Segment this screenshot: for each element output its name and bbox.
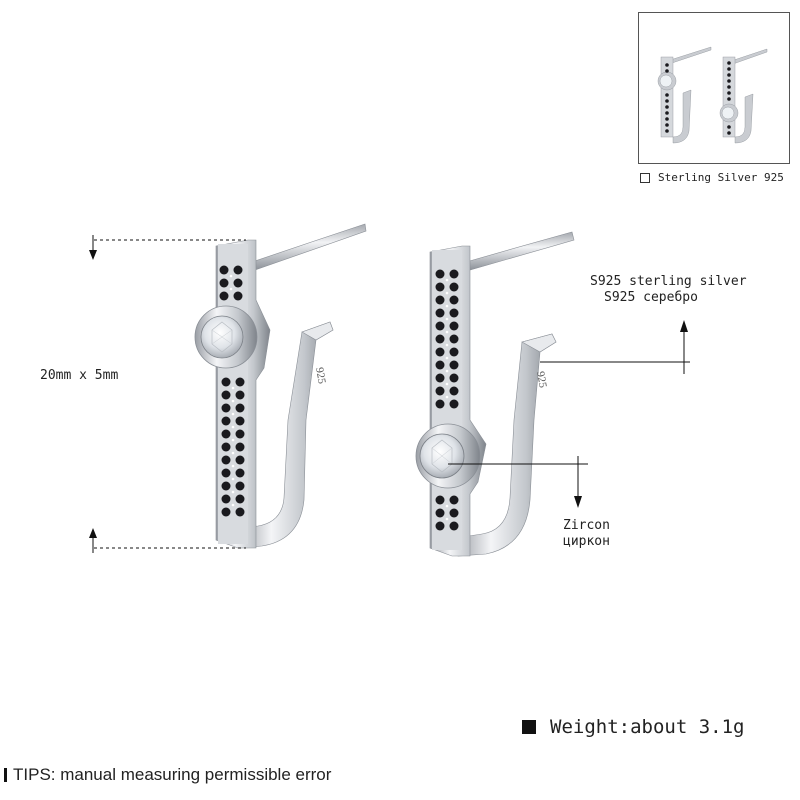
inset-thumbnail (638, 12, 790, 164)
stamp-925-left: 925 (313, 366, 328, 385)
material-label-line1: S925 sterling silver (590, 274, 747, 289)
weight-info: Weight:about 3.1g (522, 716, 744, 738)
zircon-label-line1: Zircon (563, 518, 610, 533)
weight-label: Weight:about 3.1g (550, 716, 745, 738)
right-earring: 925 (415, 231, 575, 557)
zircon-callout (448, 456, 588, 508)
inset-earrings-image (657, 46, 768, 144)
tips-note: TIPS: manual measuring permissible error (4, 765, 331, 785)
zircon-label-line2: циркон (563, 534, 610, 549)
material-label-line2: S925 серебро (604, 290, 698, 305)
material-callout (540, 320, 690, 374)
left-earring: 925 (194, 223, 367, 549)
material-label: S925 sterling silver S925 серебро (590, 274, 747, 306)
stamp-925-right: 925 (534, 370, 549, 389)
dimension-label: 20mm x 5mm (40, 368, 119, 383)
option-checkbox[interactable] (640, 172, 650, 183)
inset-option-label: Sterling Silver 925 (658, 171, 784, 184)
square-bullet-icon (522, 720, 536, 734)
dimension-lines (89, 235, 246, 553)
bar-bullet-icon (4, 768, 7, 782)
zircon-label: Zircon циркон (563, 518, 610, 550)
tips-label: TIPS: manual measuring permissible error (13, 765, 332, 784)
inset-option[interactable]: Sterling Silver 925 (640, 171, 784, 184)
